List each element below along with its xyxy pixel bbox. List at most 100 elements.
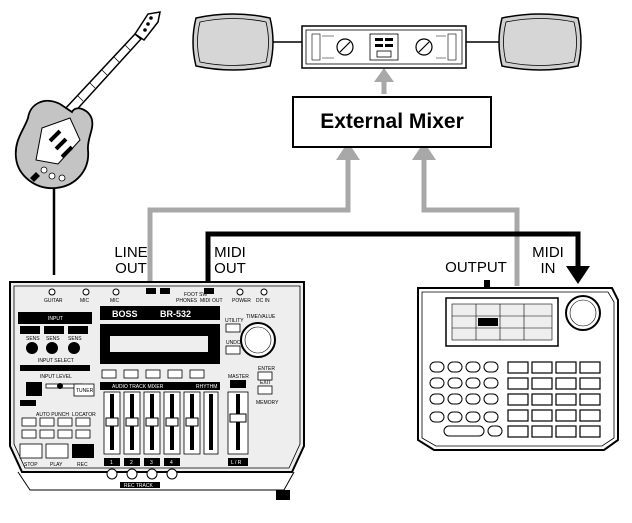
drum-pad[interactable] [531, 377, 553, 390]
rec-track-3-button[interactable] [146, 468, 158, 480]
enter-label: ENTER [258, 366, 275, 372]
drum-pad[interactable] [531, 361, 553, 374]
exit-button[interactable] [257, 385, 273, 395]
track-number-4: 4 [170, 460, 173, 466]
sens-knob-2[interactable] [46, 342, 58, 354]
round-button[interactable] [429, 411, 445, 423]
round-button[interactable] [465, 393, 481, 405]
track-3-fader[interactable] [145, 417, 159, 427]
drum-pad[interactable] [555, 409, 577, 422]
drum-pad[interactable] [531, 409, 553, 422]
rhythm-fader[interactable] [185, 417, 199, 427]
master-fader[interactable] [229, 413, 247, 423]
round-button[interactable] [429, 361, 445, 373]
track-number-2: 2 [130, 460, 133, 466]
drum-pad[interactable] [531, 393, 553, 406]
input-select-label: INPUT SELECT [38, 358, 74, 364]
rec-track-2-button[interactable] [126, 468, 138, 480]
track-4-fader[interactable] [165, 417, 179, 427]
wide-button[interactable] [443, 425, 485, 437]
drum-pad[interactable] [507, 409, 529, 422]
drum-pad[interactable] [555, 393, 577, 406]
output-cable [421, 155, 520, 286]
drum-pad[interactable] [507, 425, 529, 438]
line-out-label: LINE OUT [110, 245, 152, 277]
input-section-label: INPUT [48, 316, 63, 322]
drum-pad[interactable] [507, 377, 529, 390]
rec-track-4-button[interactable] [166, 468, 178, 480]
line-out-arrowhead [336, 142, 360, 160]
round-button[interactable] [483, 411, 499, 423]
sens-knob-3[interactable] [68, 342, 80, 354]
time-value-dial[interactable] [240, 322, 276, 358]
rec-button[interactable] [72, 444, 94, 458]
audio-track-mixer-label: AUDIO TRACK MIXER [112, 384, 164, 390]
sens-knobs [26, 342, 80, 354]
line-out-cable [147, 155, 351, 282]
sens-knob-1[interactable] [26, 342, 38, 354]
punch-in-button[interactable] [21, 417, 37, 427]
play-button[interactable] [45, 443, 69, 459]
stop-button[interactable] [19, 443, 43, 459]
tuner-label: TUNER [76, 388, 94, 394]
speaker-left [192, 13, 274, 71]
utility-button[interactable] [225, 323, 241, 333]
drum-pad[interactable] [555, 425, 577, 438]
punch-out-button[interactable] [39, 417, 55, 427]
drum-pad[interactable] [579, 425, 601, 438]
round-button[interactable] [465, 361, 481, 373]
br532-recorder: GUITAR MIC MIC PHONES POWER DC IN MIDI O… [9, 281, 305, 500]
round-button[interactable] [447, 411, 463, 423]
jack-label-guitar: GUITAR [44, 298, 63, 304]
drum-pad[interactable] [555, 361, 577, 374]
jack-strip [48, 288, 268, 296]
round-button[interactable] [483, 361, 499, 373]
round-button[interactable] [487, 425, 503, 437]
round-button[interactable] [465, 377, 481, 389]
output-jack [484, 280, 490, 288]
track-2-fader[interactable] [125, 417, 139, 427]
drum-pad[interactable] [531, 425, 553, 438]
drum-pad[interactable] [579, 409, 601, 422]
sens-label-2: SENS [46, 336, 60, 342]
fast-forward-button[interactable] [57, 429, 73, 439]
jack-label-midi-out: MIDI OUT [200, 298, 223, 304]
round-button[interactable] [447, 361, 463, 373]
effects-button[interactable] [26, 382, 42, 396]
round-button[interactable] [447, 377, 463, 389]
undo-label: UNDO [226, 340, 241, 346]
drum-pad[interactable] [579, 361, 601, 374]
round-button[interactable] [447, 393, 463, 405]
midi-out-label: MIDI OUT [210, 245, 250, 277]
rec-track-1-button[interactable] [106, 468, 118, 480]
output-arrowhead [412, 142, 436, 160]
edit-button[interactable] [57, 417, 73, 427]
locator-button[interactable] [75, 417, 91, 427]
round-button[interactable] [429, 377, 445, 389]
drum-pad[interactable] [555, 377, 577, 390]
drum-pad[interactable] [579, 393, 601, 406]
exit-label: EXIT [260, 380, 271, 386]
tuner-button[interactable] [73, 383, 95, 397]
undo-button[interactable] [225, 345, 241, 355]
enter-button[interactable] [257, 371, 273, 381]
round-button[interactable] [429, 393, 445, 405]
round-button[interactable] [483, 377, 499, 389]
rec-track-label: REC TRACK [124, 483, 153, 489]
drum-pad[interactable] [507, 393, 529, 406]
midi-out-label-line-2: OUT [214, 260, 246, 277]
round-buttons [429, 361, 503, 437]
track-1-fader[interactable] [105, 417, 119, 427]
end-button[interactable] [75, 429, 91, 439]
cables [52, 41, 590, 286]
rewind-button[interactable] [39, 429, 55, 439]
play-label: PLAY [50, 462, 63, 468]
rhythm-dial[interactable] [565, 295, 601, 331]
track-number-1: 1 [110, 460, 113, 466]
zero-button[interactable] [21, 429, 37, 439]
round-button[interactable] [483, 393, 499, 405]
round-button[interactable] [465, 411, 481, 423]
drum-pad[interactable] [507, 361, 529, 374]
midi-in-label: MIDI IN [528, 245, 568, 277]
drum-pad[interactable] [579, 377, 601, 390]
